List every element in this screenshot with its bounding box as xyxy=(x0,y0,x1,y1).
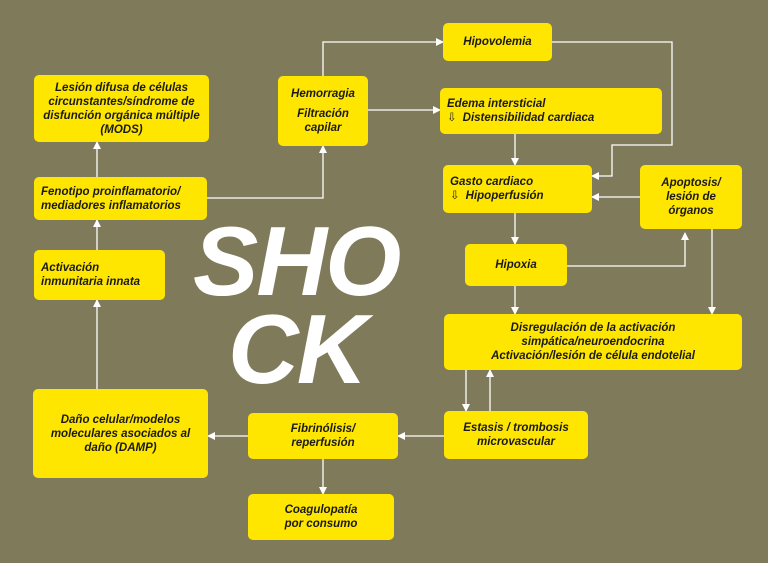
node-fibrinolisis-label: Fibrinólisis/ reperfusión xyxy=(290,423,356,449)
node-edema-line1: Edema intersticial xyxy=(447,98,546,110)
node-disregulacion: Disregulación de la activación simpática… xyxy=(444,314,742,370)
node-hemorragia-label: Hemorragia xyxy=(291,88,355,100)
node-hipoxia-label: Hipoxia xyxy=(495,259,537,271)
title-line-2: CK xyxy=(228,294,368,404)
down-arrow-icon: ⇩ xyxy=(447,112,457,124)
node-fibrinolisis: Fibrinólisis/ reperfusión xyxy=(248,413,398,459)
node-hemorragia-filtracion: Hemorragia Filtración capilar xyxy=(278,76,368,146)
node-activacion: Activación inmunitaria innata xyxy=(34,250,165,300)
node-gasto-line1: Gasto cardiaco xyxy=(450,176,534,188)
node-edema-line2: Distensibilidad cardiaca xyxy=(462,112,595,124)
title-line-1: SHO xyxy=(193,206,401,316)
edge-hemorragia-hipovolemia xyxy=(322,38,444,76)
node-activacion-label: Activación inmunitaria innata xyxy=(41,262,141,288)
node-edema-line2-row: ⇩ Distensibilidad cardiaca xyxy=(447,111,594,125)
node-apoptosis: Apoptosis/ lesión de órganos xyxy=(640,165,742,229)
edge-fenotipo-filtracion xyxy=(207,145,327,199)
node-gasto-line2: Hipoperfusión xyxy=(465,190,544,202)
node-lesion-mods: Lesión difusa de células circunstantes/s… xyxy=(34,75,209,142)
node-fenotipo: Fenotipo proinflamatorio/ mediadores inf… xyxy=(34,177,207,220)
node-dano-label: Daño celular/modelos moleculares asociad… xyxy=(50,413,191,454)
node-hipovolemia-label: Hipovolemia xyxy=(463,36,532,48)
node-gasto: Gasto cardiaco ⇩ Hipoperfusión xyxy=(443,165,592,213)
node-apoptosis-label: Apoptosis/ lesión de órganos xyxy=(661,177,721,217)
node-filtracion-label: Filtración capilar xyxy=(297,108,349,134)
node-dano-damp: Daño celular/modelos moleculares asociad… xyxy=(33,389,208,478)
node-lesion-label: Lesión difusa de células circunstantes/s… xyxy=(43,81,200,136)
node-coagulopatia-label: Coagulopatía por consumo xyxy=(284,504,358,530)
node-estasis-label: Estasis / trombosis microvascular xyxy=(463,422,569,448)
down-arrow-icon: ⇩ xyxy=(450,190,460,202)
node-fenotipo-label: Fenotipo proinflamatorio/ mediadores inf… xyxy=(41,185,181,212)
node-hipoxia: Hipoxia xyxy=(465,244,567,286)
node-edema: Edema intersticial ⇩ Distensibilidad card… xyxy=(440,88,662,134)
node-hipovolemia: Hipovolemia xyxy=(443,23,552,61)
edge-hipovolemia-gasto xyxy=(552,41,673,180)
node-estasis: Estasis / trombosis microvascular xyxy=(444,411,588,459)
node-disreg-line1: Disregulación de la activación simpática… xyxy=(510,322,676,348)
node-coagulopatia: Coagulopatía por consumo xyxy=(248,494,394,540)
node-disreg-line2: Activación/lesión de célula endotelial xyxy=(491,350,695,362)
edge-hipoxia-apoptosis xyxy=(567,232,689,267)
node-gasto-line2-row: ⇩ Hipoperfusión xyxy=(450,189,544,203)
